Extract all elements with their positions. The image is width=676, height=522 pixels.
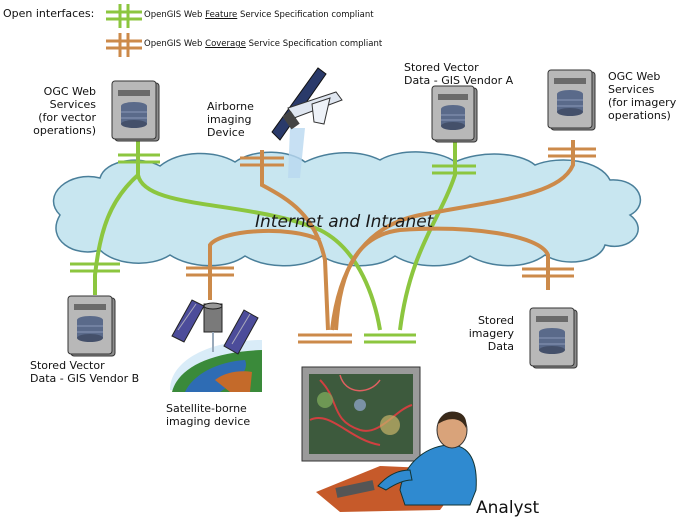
label-airborne: Airborne imaging Device — [207, 100, 254, 139]
analyst-monitor — [301, 366, 421, 462]
legend-feature-symbol — [106, 4, 142, 28]
connector-ogc-vector — [118, 153, 160, 164]
connector-vendor-a — [432, 164, 476, 175]
legend-coverage-keyword: Coverage — [205, 39, 246, 49]
label-ogc-imagery: OGC Web Services (for imagery operations… — [608, 70, 676, 122]
server-icon-vendor-a — [431, 85, 478, 143]
legend-heading: Open interfaces: — [3, 7, 95, 20]
analyst-label: Analyst — [476, 498, 540, 518]
connector-analyst-feature — [364, 333, 416, 344]
label-ogc-vector: OGC Web Services (for vector operations) — [33, 85, 96, 137]
internet-cloud — [52, 151, 641, 267]
connector-vendor-b — [70, 262, 120, 273]
server-icon-ogc-imagery — [547, 69, 596, 131]
label-stored-imagery: Stored imagery Data — [468, 314, 514, 353]
legend-coverage-prefix: OpenGIS Web — [144, 39, 206, 49]
connector-satellite — [186, 266, 234, 277]
legend-coverage-suffix: Service Specification compliant — [245, 39, 383, 49]
coverage-connections — [208, 140, 575, 331]
server-icon-ogc-vector — [111, 80, 160, 142]
analyst-figure — [316, 411, 477, 512]
server-icon-vendor-b — [67, 295, 116, 357]
legend-coverage-symbol — [106, 33, 142, 57]
satellite-icon — [170, 299, 262, 392]
label-vendor-a: Stored Vector Data - GIS Vendor A — [404, 61, 514, 87]
airborne-imaging-icon — [271, 67, 343, 178]
legend-feature-suffix: Service Specification compliant — [237, 10, 374, 20]
cloud-label: Internet and Intranet — [255, 212, 434, 232]
server-icon-stored-imagery — [529, 307, 578, 369]
connector-airborne — [240, 156, 284, 167]
label-vendor-b: Stored Vector Data - GIS Vendor B — [30, 359, 140, 385]
legend-coverage-label: OpenGIS Web Coverage Service Specificati… — [144, 39, 382, 49]
legend-feature-prefix: OpenGIS Web — [144, 10, 206, 20]
connector-stored-imagery — [522, 267, 574, 278]
legend-feature-keyword: Feature — [205, 10, 238, 20]
connector-ogc-imagery — [548, 147, 596, 158]
label-satellite: Satellite-borne imaging device — [166, 402, 251, 428]
connector-analyst-coverage — [298, 333, 352, 344]
legend-feature-label: OpenGIS Web Feature Service Specificatio… — [144, 10, 374, 20]
